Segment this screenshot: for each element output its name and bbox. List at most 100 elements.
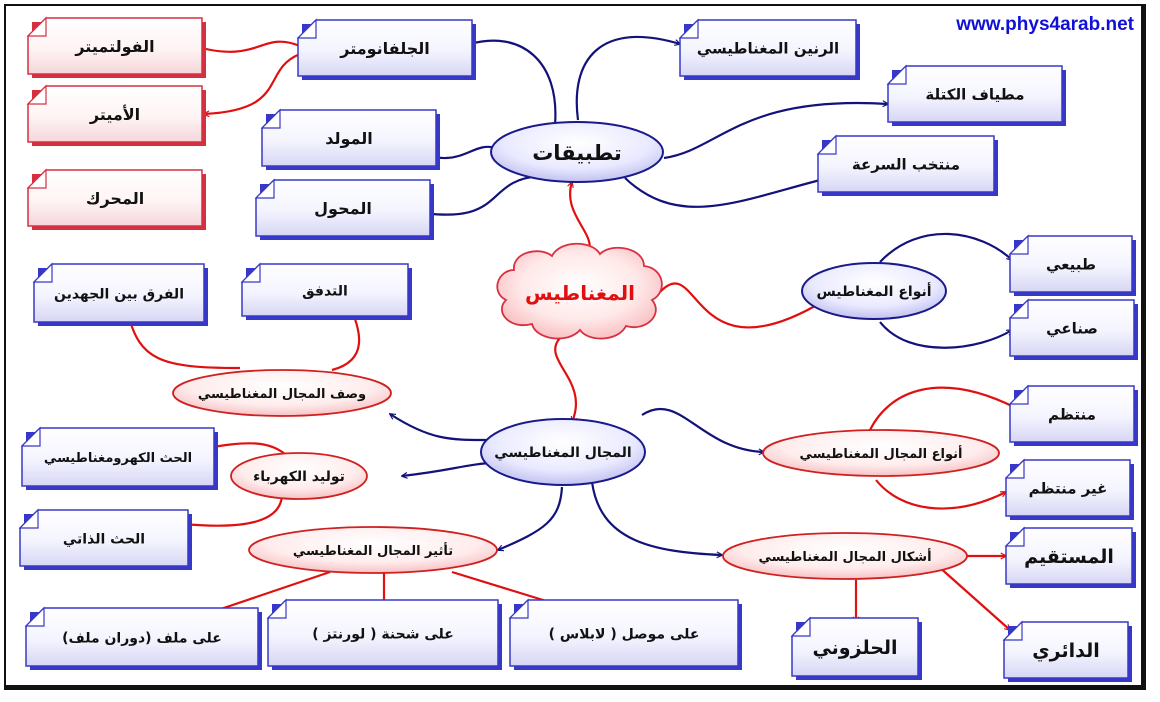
box-motor[interactable]: المحرك [26, 168, 206, 230]
box-galvanometer[interactable]: الجلفانومتر [296, 18, 476, 80]
node-magnetism-cloud[interactable]: المغناطيس [496, 242, 663, 340]
connector-field-description [390, 414, 489, 442]
box-fold [1008, 298, 1029, 319]
connector-generation-self [184, 495, 284, 526]
node-electricity-generation-label: توليد الكهرباء [253, 469, 345, 485]
box-on-coil[interactable]: على ملف (دوران ملف) [24, 606, 262, 670]
connector-galvanometer-voltmeter [194, 40, 301, 53]
box-label: على ملف (دوران ملف) [62, 630, 222, 646]
node-magnet-types-label: أنواع المغناطيس [816, 282, 931, 300]
node-field-types-label: أنواع المجال المغناطيسي [800, 445, 963, 462]
node-applications[interactable]: تطبيقات [490, 121, 664, 183]
box-circular[interactable]: الدائري [1002, 620, 1132, 682]
box-label: على شحنة ( لورنتز ) [312, 626, 454, 642]
node-applications-label: تطبيقات [532, 141, 622, 165]
box-label: صناعي [1046, 320, 1098, 338]
connector-applications-transformer [404, 174, 541, 216]
node-field-effect[interactable]: تأثير المجال المغناطيسي [248, 526, 498, 574]
node-field-description[interactable]: وصف المجال المغناطيسي [172, 369, 392, 417]
box-label: المستقيم [1024, 546, 1114, 568]
box-helical[interactable]: الحلزوني [790, 616, 922, 680]
box-fold [32, 262, 53, 283]
box-artificial[interactable]: صناعي [1008, 298, 1138, 360]
box-label: على موصل ( لابلاس ) [549, 626, 700, 642]
box-fold [266, 598, 287, 619]
box-velocity-selector[interactable]: منتخب السرعة [816, 134, 998, 196]
connector-field-shapes [590, 481, 722, 555]
box-label: طبيعي [1046, 256, 1096, 274]
connector-applications-mass [663, 103, 888, 160]
blue-connectors [390, 35, 1012, 555]
box-label: الحلزوني [812, 637, 897, 659]
box-generator[interactable]: المولد [260, 108, 440, 170]
node-magnetism-label: المغناطيس [525, 281, 635, 305]
box-fold [886, 64, 907, 85]
box-flux[interactable]: التدفق [240, 262, 412, 320]
node-magnetic-field[interactable]: المجال المغناطيسي [480, 418, 646, 486]
connector-field-effect [498, 486, 564, 550]
box-label: الجلفانومتر [339, 39, 430, 58]
diagram-frame [4, 4, 1146, 690]
box-fold [1008, 234, 1029, 255]
box-label: مطياف الكتلة [925, 86, 1024, 104]
connector-field-types [641, 407, 764, 452]
connector-types-uniform [869, 386, 1016, 431]
node-magnet-types[interactable]: أنواع المغناطيس [801, 262, 947, 320]
box-fold [26, 84, 47, 105]
box-fold [1004, 526, 1025, 547]
connector-description-difference [128, 314, 241, 370]
box-label: التدفق [302, 283, 348, 299]
node-magnetic-field-label: المجال المغناطيسي [494, 445, 631, 461]
box-self-induction[interactable]: الحث الذاتي [18, 508, 192, 570]
box-fold [790, 616, 811, 637]
box-voltmeter[interactable]: الفولتميتر [26, 16, 206, 78]
box-label: منتظم [1048, 406, 1096, 424]
box-fold [816, 134, 837, 155]
box-transformer[interactable]: المحول [254, 178, 434, 240]
box-fold [20, 426, 41, 447]
box-fold [508, 598, 529, 619]
box-label: الأميتر [89, 105, 140, 124]
box-label: الفولتميتر [74, 37, 154, 56]
node-field-types[interactable]: أنواع المجال المغناطيسي [762, 429, 1000, 477]
connector-magnettypes-natural [879, 232, 1012, 263]
box-fold [240, 262, 261, 283]
box-fold [18, 508, 39, 529]
box-label: الفرق بين الجهدين [54, 286, 184, 302]
box-label: المحول [314, 199, 372, 218]
site-url[interactable]: www.phys4arab.net [956, 14, 1134, 35]
connector-types-nonuniform [875, 479, 1006, 510]
node-field-shapes-label: أشكال المجال المغناطيسي [758, 548, 931, 565]
box-fold [1004, 458, 1025, 479]
box-label: الحث الكهرومغناطيسي [44, 451, 192, 466]
box-label: غير منتظم [1029, 480, 1108, 498]
node-field-shapes[interactable]: أشكال المجال المغناطيسي [722, 532, 968, 580]
box-ammeter[interactable]: الأميتر [26, 84, 206, 146]
node-electricity-generation[interactable]: توليد الكهرباء [230, 452, 368, 500]
box-label: الرنين المغناطيسي [697, 40, 839, 58]
box-uniform[interactable]: منتظم [1008, 384, 1138, 446]
box-straight[interactable]: المستقيم [1004, 526, 1136, 588]
box-fold [1002, 620, 1023, 641]
box-non-uniform[interactable]: غير منتظم [1004, 458, 1134, 520]
box-fold [678, 18, 699, 39]
connector-applications-velocity [624, 178, 828, 208]
box-mass-spectrometer[interactable]: مطياف الكتلة [886, 64, 1066, 126]
box-on-conductor[interactable]: على موصل ( لابلاس ) [508, 598, 742, 670]
box-fold [26, 16, 47, 37]
box-magnetic-resonance[interactable]: الرنين المغناطيسي [678, 18, 860, 80]
box-label: الحث الذاتي [63, 531, 145, 547]
box-label: الدائري [1032, 640, 1100, 663]
box-potential-difference[interactable]: الفرق بين الجهدين [32, 262, 208, 326]
box-natural[interactable]: طبيعي [1008, 234, 1136, 296]
box-label: المولد [325, 129, 373, 148]
connector-shapes-circular [937, 565, 1010, 630]
connector-applications-galvanometer [470, 41, 557, 126]
connector-magnetism-magnettypes [659, 282, 822, 329]
box-electromagnetic-induction[interactable]: الحث الكهرومغناطيسي [20, 426, 218, 490]
box-on-charge[interactable]: على شحنة ( لورنتز ) [266, 598, 502, 670]
box-label: المحرك [86, 189, 144, 208]
connector-effect-coil [206, 570, 331, 614]
